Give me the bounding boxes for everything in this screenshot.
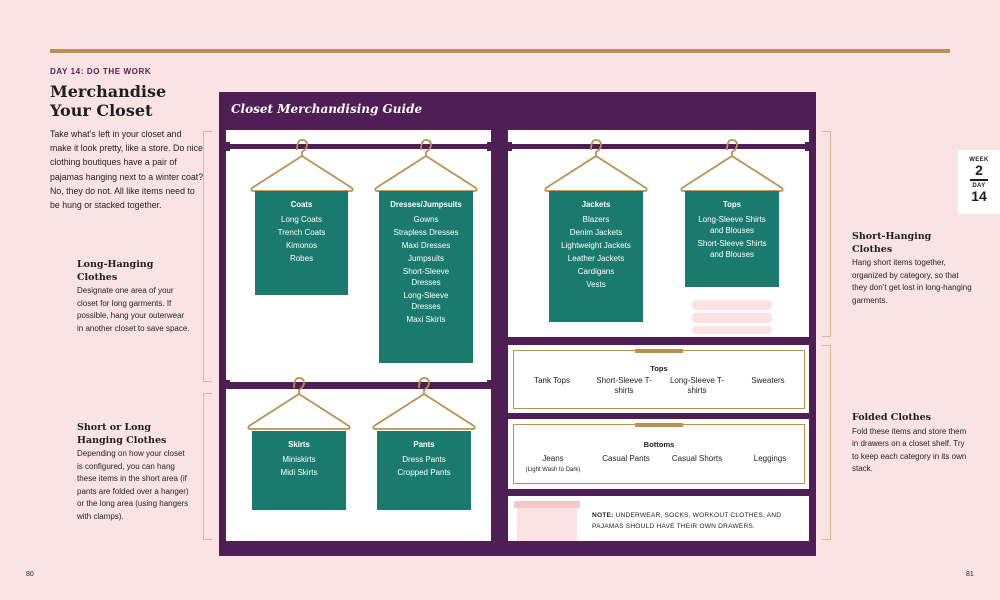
note-title: Short-Hanging Clothes [852, 231, 932, 255]
tag-item: Miniskirts [282, 455, 316, 464]
page-number-left: 80 [26, 571, 34, 578]
tag-item: Denim Jackets [569, 228, 623, 237]
tag-item: Maxi Skirts [406, 315, 446, 324]
tag-item: Leather Jackets [567, 254, 625, 263]
shelf-item-note: (Light Wash to Dark) [525, 467, 581, 473]
tag-item: Long-Sleeve Dresses [403, 291, 449, 311]
shelf-tab [635, 349, 683, 353]
drawer-lid [514, 501, 580, 508]
folded-stack-icon [692, 313, 772, 323]
shelf-item: Long-Sleeve T-shirts [669, 376, 725, 395]
week-day-badge: WEEK 2 DAY 14 [958, 150, 1000, 214]
week-number: 2 [975, 162, 983, 178]
note-text: Depending on how your closet is configur… [77, 449, 189, 521]
tag-item: Strapless Dresses [393, 228, 459, 237]
shelf-item: Leggings [753, 454, 787, 463]
tag-item: Trench Coats [277, 228, 326, 237]
hanger-icon [680, 139, 784, 192]
note-title: Folded Clothes [852, 412, 932, 423]
tag-title: Skirts [288, 440, 310, 449]
tag-tops: Tops Long-Sleeve Shirts and Blouses Shor… [685, 191, 779, 287]
shelf-item: Short-Sleeve T-shirts [596, 376, 652, 395]
shelf-bottoms: Bottoms Jeans (Light Wash to Dark) Casua… [513, 423, 805, 484]
hanger-icon [250, 139, 354, 192]
tag-item: Short-Sleeve Dresses [402, 267, 450, 287]
note-long-hanging: Long-Hanging Clothes Designate one area … [77, 259, 192, 335]
page-title: Merchandise Your Closet [50, 82, 167, 120]
note-short-hanging: Short-Hanging Clothes Hang short items t… [852, 231, 972, 307]
hanger-icon [374, 139, 478, 192]
note-text: Hang short items together, organized by … [852, 258, 972, 305]
tag-pants: Pants Dress Pants Cropped Pants [377, 431, 471, 510]
shelf-item: Casual Pants [602, 454, 650, 463]
bracket-folded [822, 345, 831, 540]
note-text: Fold these items and store them in drawe… [852, 426, 967, 474]
tag-title: Jackets [581, 200, 611, 209]
shelf-item: Casual Shorts [671, 454, 723, 463]
tag-item: Vests [586, 280, 606, 289]
hanger-icon [372, 377, 476, 430]
closet-rod [226, 142, 491, 151]
tag-item: Kimonos [285, 241, 318, 250]
note-label: NOTE: [592, 512, 614, 519]
shelf-item: Jeans (Light Wash to Dark) [518, 454, 588, 475]
tag-item: Robes [289, 254, 314, 263]
tag-title: Coats [290, 200, 313, 209]
tag-skirts: Skirts Miniskirts Midi Skirts [252, 431, 346, 510]
tag-title: Tops [722, 200, 742, 209]
tag-item: Jumpsuits [407, 254, 444, 263]
header-rule [50, 49, 950, 53]
note-folded: Folded Clothes Fold these items and stor… [852, 412, 972, 476]
shelf-item: Tank Tops [534, 376, 570, 385]
shelf-tops: Tops Tank Tops Short-Sleeve T-shirts Lon… [513, 349, 805, 409]
note-text: Designate one area of your closet for lo… [77, 286, 190, 333]
badge-divider [970, 179, 988, 181]
tag-title: Dresses/Jumpsuits [390, 200, 462, 209]
tag-item: Long-Sleeve Shirts and Blouses [698, 215, 766, 235]
bracket-long-hanging [203, 131, 212, 382]
bracket-short-or-long [203, 393, 212, 540]
tag-jackets: Jackets Blazers Denim Jackets Lightweigh… [549, 191, 643, 322]
tag-item: Dress Pants [402, 455, 446, 464]
note-title: Short or Long Hanging Clothes [77, 422, 167, 446]
guide-title: Closet Merchandising Guide [231, 102, 423, 116]
tag-dresses-jumpsuits: Dresses/Jumpsuits Gowns Strapless Dresse… [379, 191, 473, 363]
shelf-title: Bottoms [643, 440, 675, 449]
tag-item: Cropped Pants [397, 468, 451, 477]
shelf-item: Sweaters [751, 376, 785, 385]
tag-item: Long Coats [281, 215, 322, 224]
note-short-or-long: Short or Long Hanging Clothes Depending … [77, 422, 192, 523]
day-label: DAY [972, 182, 986, 189]
page-number-right: 81 [966, 571, 974, 578]
day-eyebrow: DAY 14: DO THE WORK [50, 67, 152, 76]
closet-rod [226, 380, 491, 389]
tag-item: Short-Sleeve Shirts and Blouses [697, 239, 767, 259]
drawer-box-icon [514, 501, 580, 541]
note-body: UNDERWEAR, SOCKS, WORKOUT CLOTHES, AND P… [592, 512, 782, 530]
tag-title: Pants [413, 440, 435, 449]
hanger-icon [247, 377, 351, 430]
closet-rod [508, 142, 809, 151]
week-label: WEEK [969, 157, 989, 163]
tag-item: Cardigans [577, 267, 615, 276]
tag-item: Lightweight Jackets [561, 241, 631, 250]
day-number: 14 [971, 187, 987, 204]
tag-item: Maxi Dresses [401, 241, 451, 250]
hanger-icon [544, 139, 648, 192]
folded-stack-icon [692, 326, 772, 334]
folded-stack-icon [692, 300, 772, 310]
tag-coats: Coats Long Coats Trench Coats Kimonos Ro… [255, 191, 348, 295]
tag-item: Gowns [413, 215, 439, 224]
tag-item: Blazers [582, 215, 610, 224]
note-title: Long-Hanging Clothes [77, 259, 154, 283]
shelf-title: Tops [650, 364, 668, 373]
drawers-note: NOTE: UNDERWEAR, SOCKS, WORKOUT CLOTHES,… [592, 510, 802, 532]
bracket-short-hanging [822, 131, 831, 337]
tag-item: Midi Skirts [280, 468, 318, 477]
intro-paragraph: Take what’s left in your closet and make… [50, 129, 204, 211]
shelf-item-label: Jeans [542, 454, 564, 463]
shelf-tab [635, 423, 683, 427]
